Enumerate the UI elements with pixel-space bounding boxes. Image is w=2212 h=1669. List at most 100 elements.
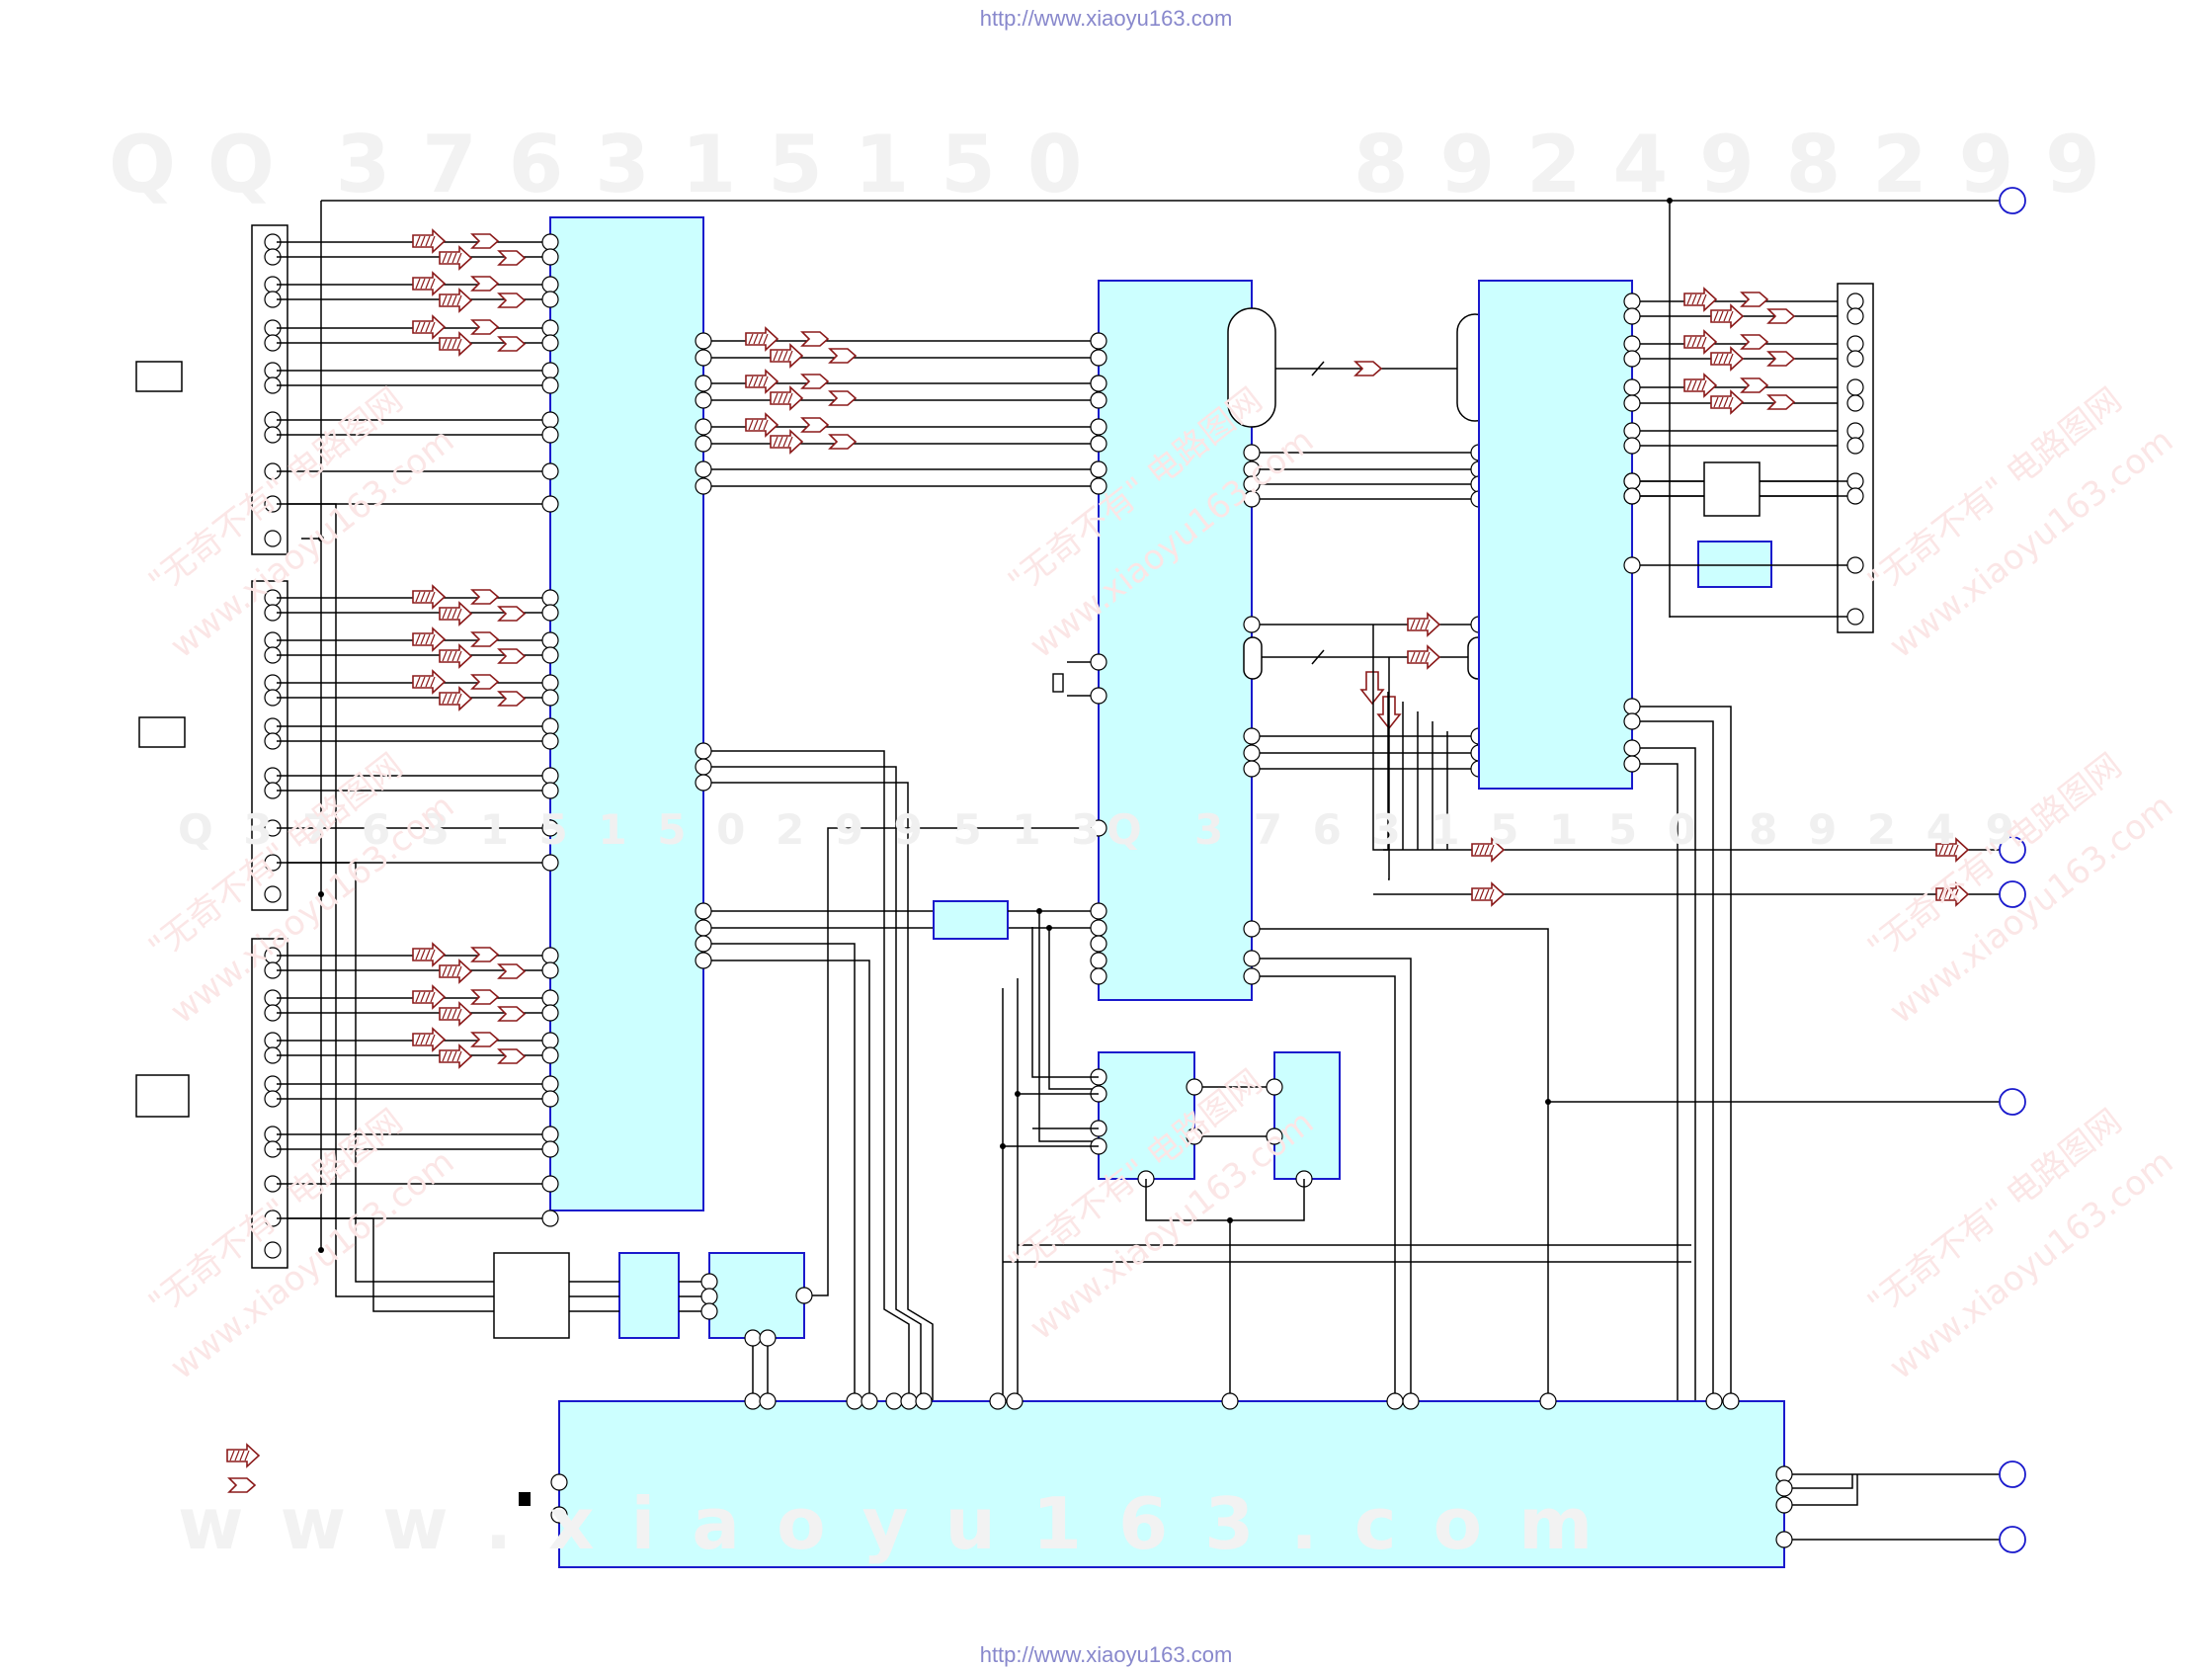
ic-pin: [900, 1392, 918, 1410]
chevron-arrow-icon: [828, 434, 858, 450]
chevron-arrow-icon: [828, 390, 858, 406]
ic-pin: [700, 1288, 718, 1305]
ic-pin: [1090, 435, 1107, 453]
ic-pin: [541, 631, 559, 649]
wire: [287, 1217, 494, 1312]
hatched-double-arrow-icon: [1710, 346, 1745, 372]
chevron-arrow-icon: [1766, 394, 1796, 410]
wire: [1640, 720, 1714, 1401]
chevron-arrow-icon: [470, 276, 500, 292]
hatched-double-arrow-icon: [439, 601, 473, 626]
ic-pin: [1623, 335, 1641, 353]
ic-pin: [1266, 1127, 1283, 1145]
chevron-arrow-icon: [497, 648, 527, 664]
label-box-1: [135, 361, 183, 392]
hatched-double-arrow-icon: [439, 331, 473, 357]
ic-pin: [695, 391, 712, 409]
ic-pin: [695, 477, 712, 495]
hatched-double-arrow-icon: [1359, 671, 1385, 706]
ic-pin: [541, 689, 559, 707]
hatched-double-arrow-icon: [745, 326, 779, 352]
ic-pin: [541, 248, 559, 266]
wire: [1260, 975, 1396, 1401]
ic-pin: [1090, 332, 1107, 350]
ic-pin: [695, 375, 712, 392]
ic-buffer: [933, 900, 1009, 940]
chevron-arrow-icon: [497, 963, 527, 979]
footer-url[interactable]: http://www.xiaoyu163.com: [979, 1642, 1233, 1667]
watermark-qq: Q Q 3 7 6 3 1 5 1 5 0: [109, 119, 1085, 210]
ic-pin: [1090, 919, 1107, 937]
ic-pin: [695, 460, 712, 478]
ic-pin: [1623, 739, 1641, 757]
legend-hatched-arrow-icon: [226, 1443, 261, 1468]
ic-pin: [915, 1392, 933, 1410]
connector-pin: [264, 530, 282, 547]
ic-small-1: [618, 1252, 680, 1339]
crystal-oscillator-icon: [519, 1492, 531, 1506]
connector-pin: [1846, 292, 1864, 310]
chevron-arrow-icon: [470, 947, 500, 962]
wire: [1038, 911, 1099, 1142]
ic-right: [1478, 280, 1633, 790]
chevron-arrow-icon: [1740, 292, 1769, 307]
wire: [1640, 747, 1696, 1401]
chevron-arrow-icon: [470, 674, 500, 690]
connector-pin: [1846, 335, 1864, 353]
junction-dot: [318, 1247, 324, 1253]
wire: [711, 782, 934, 1401]
hatched-double-arrow-icon: [1683, 329, 1718, 355]
ic-pin: [1090, 391, 1107, 409]
hatched-double-arrow-icon: [412, 942, 447, 967]
chevron-arrow-icon: [497, 1048, 527, 1064]
ic-pin: [885, 1392, 903, 1410]
ic-pin: [846, 1392, 863, 1410]
connector-pin: [1846, 608, 1864, 626]
crystal-oscillator-icon: [1052, 673, 1064, 693]
hatched-double-arrow-icon: [412, 314, 447, 340]
wire: [1311, 649, 1325, 665]
ic-pin: [700, 1273, 718, 1291]
ic-pin: [541, 989, 559, 1007]
ic-pin: [1243, 967, 1261, 985]
connector-pin: [1846, 350, 1864, 368]
ic-pin: [1243, 760, 1261, 778]
ic-pin: [695, 418, 712, 436]
ic-pin: [541, 376, 559, 394]
watermark-mid-right: Q 3 7 6 3 1 5 1 5 0 8 9 2 4 9: [1106, 805, 2022, 854]
ic-pin: [541, 276, 559, 293]
ic-pin: [1623, 422, 1641, 440]
ic-pin: [541, 732, 559, 750]
wire: [711, 750, 910, 1401]
chevron-arrow-icon: [470, 589, 500, 605]
ic-pin: [695, 774, 712, 792]
wire: [711, 766, 922, 1401]
chevron-arrow-icon: [1740, 377, 1769, 393]
ic-pin: [541, 947, 559, 964]
header-url[interactable]: http://www.xiaoyu163.com: [979, 6, 1233, 31]
ic-pin: [1090, 687, 1107, 705]
hatched-double-arrow-icon: [770, 385, 804, 411]
ic-pin: [541, 462, 559, 480]
wire: [1031, 927, 1099, 1078]
ic-pin: [541, 589, 559, 607]
ic-pin: [541, 334, 559, 352]
chevron-arrow-icon: [1766, 351, 1796, 367]
wire: [1640, 763, 1679, 1401]
ic-pin: [1623, 712, 1641, 730]
ic-bottom-controller: [558, 1400, 1785, 1568]
ic-pin: [695, 902, 712, 920]
hatched-double-arrow-icon: [412, 984, 447, 1010]
ic-pin: [1623, 487, 1641, 505]
ic-pin: [541, 411, 559, 429]
hatched-double-arrow-icon: [439, 959, 473, 984]
wire: [1048, 928, 1099, 1090]
chevron-arrow-icon: [497, 691, 527, 707]
ic-pin: [541, 1004, 559, 1022]
terminal: [1999, 1526, 2026, 1553]
connector-pin: [1846, 422, 1864, 440]
label-box-3: [135, 1074, 190, 1118]
ic-small-2: [708, 1252, 805, 1339]
